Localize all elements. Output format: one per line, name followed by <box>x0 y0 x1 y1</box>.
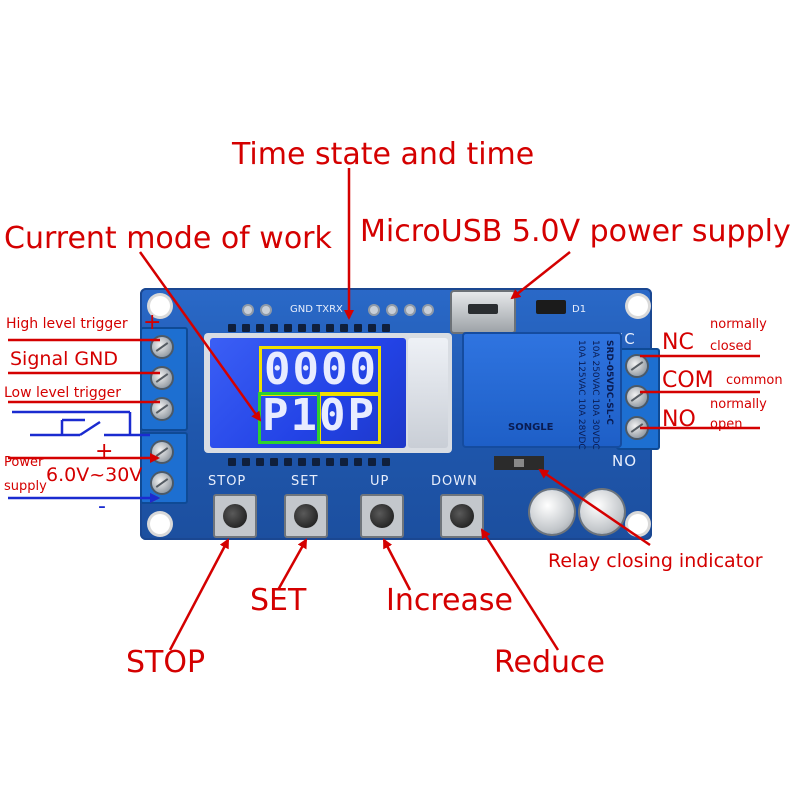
label-low-level-trigger: Low level trigger <box>4 385 122 401</box>
relay-terminal-block <box>616 348 660 450</box>
relay: SRD-05VDC-SL-C 10A 250VAC 10A 30VDC 10A … <box>462 332 622 450</box>
mode-highlight-box <box>258 392 320 444</box>
label-plus-top: + <box>143 310 162 335</box>
label-set: SET <box>250 583 307 618</box>
label-no: NO <box>662 407 696 432</box>
header-pad <box>370 306 378 314</box>
relay-brand-text: SONGLE <box>508 422 554 433</box>
stop-button[interactable] <box>213 494 257 538</box>
header-pad <box>406 306 414 314</box>
mounting-hole-top-right <box>628 296 648 316</box>
capacitor <box>580 490 624 534</box>
up-button[interactable] <box>360 494 404 538</box>
relay-rating-text: 10A 250VAC 10A 30VDC <box>590 340 600 450</box>
silk-set-label: SET <box>291 474 319 489</box>
screw-terminal-icon <box>152 399 172 419</box>
signal-terminal-block <box>140 327 188 431</box>
lcd-side-panel <box>408 338 448 448</box>
screw-terminal-icon <box>627 387 647 407</box>
label-no-desc-1: normally <box>710 397 767 412</box>
header-pad <box>262 306 270 314</box>
label-power: Power <box>4 455 44 470</box>
screw-terminal-icon <box>152 337 172 357</box>
capacitor <box>530 490 574 534</box>
relay-model-text: SRD-05VDC-SL-C <box>604 340 614 425</box>
label-minus-power: - <box>98 494 106 519</box>
screw-terminal-icon <box>152 368 172 388</box>
label-no-desc-2: open <box>710 417 743 432</box>
label-nc: NC <box>662 330 694 355</box>
label-high-level-trigger: High level trigger <box>6 316 128 332</box>
arrow-icon <box>168 538 230 651</box>
silk-header-label: GND TXRX <box>290 304 343 315</box>
label-reduce: Reduce <box>494 645 605 680</box>
microusb-port <box>450 290 516 334</box>
screw-terminal-icon <box>627 356 647 376</box>
lcd-time-digits: 0000 <box>264 344 378 395</box>
label-stop: STOP <box>126 645 206 680</box>
label-microusb: MicroUSB 5.0V power supply <box>360 214 791 249</box>
label-com: COM <box>662 368 714 393</box>
label-current-mode: Current mode of work <box>4 221 332 256</box>
silk-up-label: UP <box>370 474 390 489</box>
label-increase: Increase <box>386 583 513 618</box>
silk-d1-label: D1 <box>572 304 587 315</box>
label-com-desc: common <box>726 373 783 388</box>
label-time-state: Time state and time <box>232 137 535 172</box>
time-highlight-box <box>259 346 381 396</box>
screw-terminal-icon <box>627 418 647 438</box>
mounting-hole-bottom-left <box>150 514 170 534</box>
screw-terminal-icon <box>152 442 172 462</box>
relay-rating-text: 10A 125VAC 10A 28VDC <box>576 340 586 450</box>
label-voltage-range: 6.0V~30V <box>46 464 143 486</box>
header-pad <box>388 306 396 314</box>
label-signal-gnd: Signal GND <box>10 348 118 370</box>
time-highlight-box <box>318 392 381 444</box>
header-pad <box>244 306 252 314</box>
label-nc-desc-2: closed <box>710 339 752 354</box>
label-plus-power: + <box>95 439 114 464</box>
mounting-hole-bottom-right <box>628 514 648 534</box>
header-pad <box>424 306 432 314</box>
down-button[interactable] <box>440 494 484 538</box>
screw-terminal-icon <box>152 473 172 493</box>
silk-down-label: DOWN <box>431 474 478 489</box>
power-terminal-block <box>140 432 188 504</box>
label-nc-desc-1: normally <box>710 317 767 332</box>
diode-d1 <box>536 300 566 314</box>
silk-stop-label: STOP <box>208 474 247 489</box>
label-supply: supply <box>4 479 47 494</box>
set-button[interactable] <box>284 494 328 538</box>
relay-indicator-led <box>494 456 544 470</box>
label-relay-indicator: Relay closing indicator <box>548 550 763 572</box>
silk-no-label: NO <box>612 452 638 470</box>
